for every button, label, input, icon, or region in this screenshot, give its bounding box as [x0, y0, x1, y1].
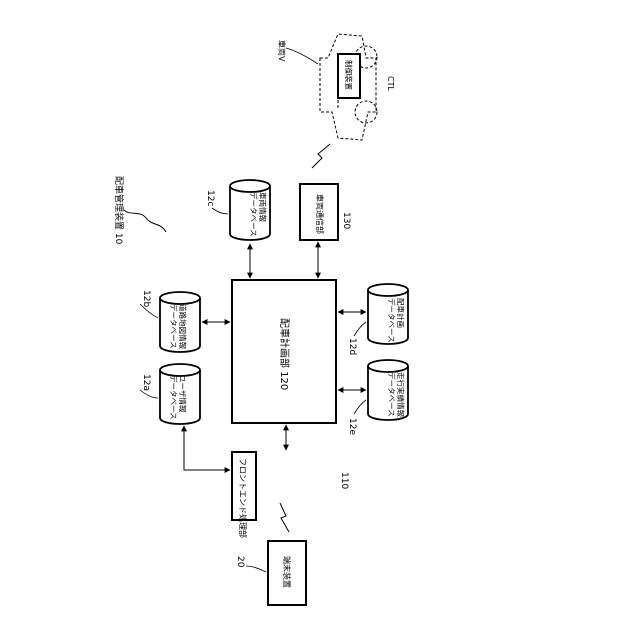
system-label: 配車管理装置 10 — [113, 176, 125, 245]
user-info-database-line2: データベース — [169, 375, 179, 420]
vehicle-info-database: 車両情報 データベース — [230, 180, 270, 240]
dispatch-plan-database-ref: 12d — [347, 338, 357, 355]
road-map-database-line1: 道路地図情報 — [178, 304, 188, 349]
travel-record-database: 走行実績情報 データベース — [368, 360, 408, 420]
front-end-unit-ref: 110 — [339, 472, 349, 489]
vehicle-info-database-ref: 12c — [205, 190, 215, 206]
dispatch-plan-database-line2: データベース — [387, 298, 397, 343]
system-label-leader — [124, 210, 166, 232]
vehicle-comm-unit-label: 車両通信部 — [315, 194, 325, 234]
wireless-link-vehicle — [312, 144, 330, 168]
terminal-device-label: 端末装置 — [282, 556, 292, 588]
front-end-unit-label: フロントエンド処理部 — [238, 458, 248, 538]
user-info-database-ref: 12a — [141, 374, 151, 391]
dispatch-plan-database-line1: 配車計画 — [396, 298, 406, 328]
vehicle-info-database-line2: データベース — [249, 192, 259, 237]
travel-record-database-ref: 12e — [347, 418, 357, 435]
vehicle-ctl-ref: CTL — [386, 76, 395, 91]
terminal-device-ref: 20 — [235, 556, 245, 568]
road-map-database-line2: データベース — [169, 304, 179, 349]
vehicle-label: 車両V — [277, 40, 287, 62]
vehicle-controller-label: 制御装置 — [344, 60, 354, 90]
user-info-database-line1: ユーザ情報 — [178, 375, 188, 413]
arrow-user-to-frontend — [184, 426, 230, 470]
user-info-database: ユーザ情報 データベース — [160, 364, 200, 424]
dispatch-plan-database: 配車計画 データベース — [368, 284, 408, 344]
road-map-database-ref: 12b — [141, 290, 151, 307]
wireless-link-terminal — [280, 503, 289, 532]
dispatch-planning-unit-label: 配車計画部 120 — [278, 318, 291, 390]
vehicle-comm-unit-ref: 130 — [341, 212, 351, 229]
travel-record-database-line1: 走行実績情報 — [396, 372, 406, 417]
vehicle-info-database-line1: 車両情報 — [258, 192, 268, 222]
terminal-ref-leader — [246, 566, 266, 572]
travel-record-database-line2: データベース — [387, 372, 397, 417]
road-map-database: 道路地図情報 データベース — [160, 292, 200, 352]
